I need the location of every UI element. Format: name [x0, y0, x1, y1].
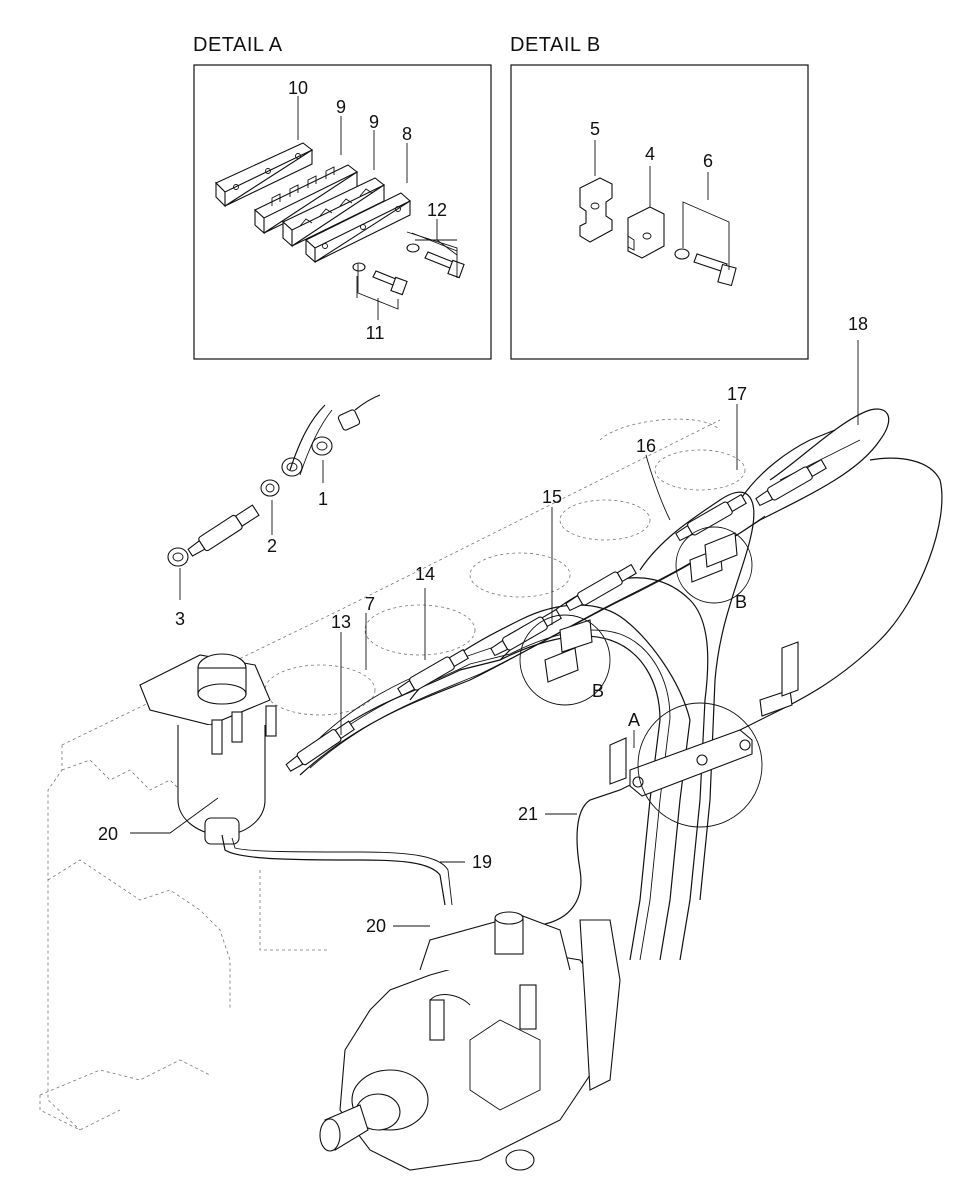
- detail-b-box: [510, 64, 809, 360]
- detail-b-circle-1: [519, 614, 611, 706]
- detail-b-title: DETAIL B: [510, 34, 601, 56]
- callout-20b: 20: [366, 916, 386, 936]
- callout-17: 17: [727, 384, 747, 404]
- callout-21: 21: [518, 804, 538, 824]
- injection-pump: [319, 911, 621, 1171]
- callout-16: 16: [636, 436, 656, 456]
- callout-20a: 20: [98, 824, 118, 844]
- engine-outline: [39, 418, 746, 1131]
- detail-a-circle: [637, 702, 763, 828]
- callout-6: 6: [703, 151, 713, 171]
- callout-1: 1: [318, 489, 328, 509]
- callout-3: 3: [175, 609, 185, 629]
- callout-13: 13: [331, 612, 351, 632]
- fuel-filter: [139, 653, 453, 906]
- callout-4: 4: [645, 144, 655, 164]
- callout-10: 10: [288, 78, 308, 98]
- detail-a-parts: [215, 142, 465, 310]
- detail-a-box: [193, 64, 492, 360]
- line-clamps: [544, 532, 799, 797]
- callout-14: 14: [415, 564, 435, 584]
- injector-nozzles: [187, 458, 827, 772]
- callout-7: 7: [365, 594, 375, 614]
- callout-5: 5: [590, 119, 600, 139]
- callout-2: 2: [267, 536, 277, 556]
- callout-18: 18: [848, 314, 868, 334]
- callout-9a: 9: [336, 97, 346, 117]
- exploded-washers: [167, 394, 381, 567]
- detail-b-parts: [579, 177, 737, 287]
- callout-9b: 9: [369, 112, 379, 132]
- marker-b2: B: [735, 592, 747, 612]
- callout-8: 8: [402, 124, 412, 144]
- leader-lines: [130, 96, 859, 927]
- injection-lines: [289, 408, 943, 961]
- marker-a: A: [628, 710, 640, 730]
- callout-labels: 10 9 9 8 12 11 5 4 6 18 17 16 15 14 7 13…: [98, 78, 868, 936]
- callout-11: 11: [366, 323, 385, 343]
- callout-19: 19: [472, 852, 492, 872]
- detail-a-title: DETAIL A: [193, 34, 283, 56]
- detail-b-circle-2: [675, 526, 753, 604]
- callout-15: 15: [542, 487, 562, 507]
- marker-b1: B: [592, 681, 604, 701]
- callout-12: 12: [427, 200, 447, 220]
